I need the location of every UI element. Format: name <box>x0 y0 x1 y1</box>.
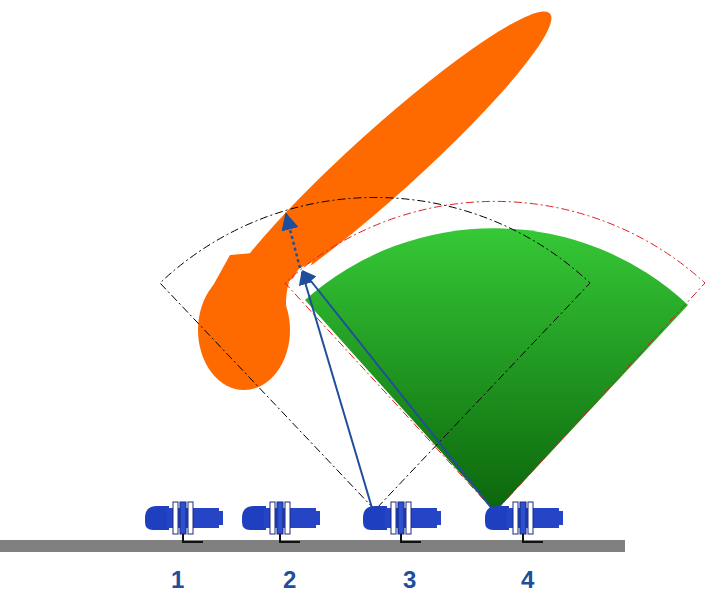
ultrasonic-sensor <box>363 502 441 542</box>
callout-number: 1 <box>171 566 184 594</box>
sound-path <box>302 272 372 508</box>
detection-zone <box>160 197 590 510</box>
callout-number: 3 <box>403 566 416 594</box>
sound-path <box>303 271 493 510</box>
ultrasonic-sensor <box>242 502 320 542</box>
callout-number: 2 <box>283 566 296 594</box>
ultrasonic-sensor <box>485 502 563 542</box>
detection-zone <box>285 201 705 512</box>
sound-beam <box>305 228 688 512</box>
sound-path <box>286 214 300 268</box>
callout-number: 4 <box>521 566 534 594</box>
ultrasonic-sensor <box>145 502 223 542</box>
